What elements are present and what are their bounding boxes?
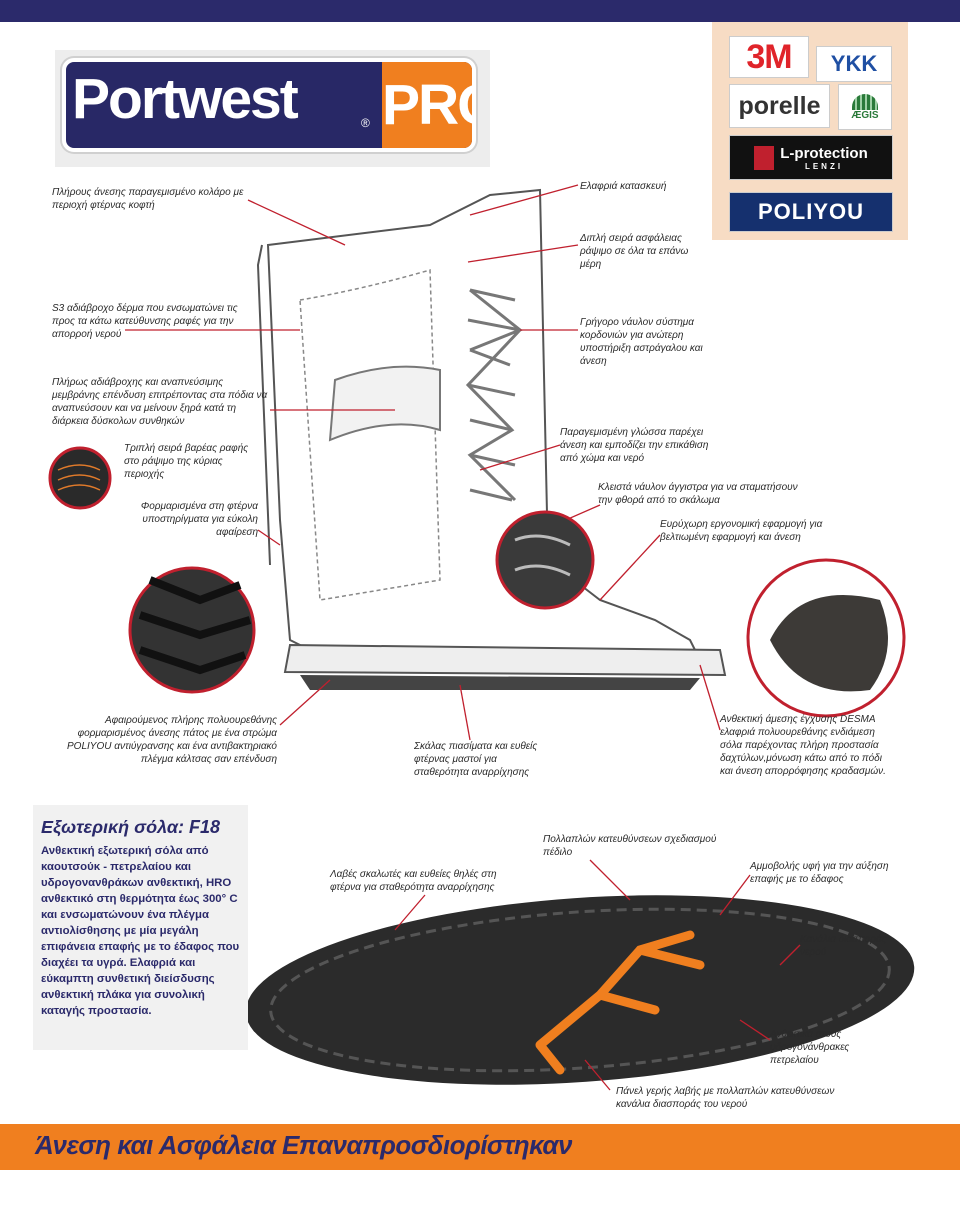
- brand-ykk: YKK: [816, 46, 892, 82]
- boot-sole: [283, 643, 727, 690]
- logo-brand: Portwest: [72, 67, 299, 131]
- label-lightweight: Ελαφριά κατασκευή: [580, 181, 667, 192]
- brand-aegis: ÆGIS: [838, 84, 892, 130]
- label-oil-resistant: Ανθεκτικά στους υδρογονάνθρακες πετρελαί…: [770, 1029, 850, 1066]
- label-ladder-grips: Σκάλας πιασίματα και ευθείς φτέρνας μαστ…: [414, 741, 538, 778]
- footer-title: Άνεση και Ασφάλεια Επαναπροσδιορίστηκαν: [35, 1130, 573, 1160]
- stitching-detail-circle: [48, 446, 112, 510]
- footer-bar: Άνεση και Ασφάλεια Επαναπροσδιορίστηκαν: [0, 1124, 960, 1170]
- label-nylon-hooks: Κλειστά νάυλον άγγιστρα για να σταματήσο…: [598, 482, 798, 506]
- label-heel-loops: Φορμαρισμένα στη φτέρνα υποστηρίγματα γι…: [140, 501, 258, 538]
- label-desma-midsole: Ανθεκτική άμεσης έγχυσης DESMA ελαφριά π…: [720, 714, 886, 777]
- label-lace-system: Γρήγορο νάυλον σύστημα κορδονιών για ανώ…: [580, 317, 703, 367]
- logo-pro: PRO: [382, 62, 472, 148]
- lace-system: [465, 288, 523, 502]
- label-membrane: Πλήρως αδιάβροχης και αναπνεύσιμης μεμβρ…: [52, 377, 268, 427]
- brand-l-protection: L-protection LENZI: [729, 135, 893, 180]
- lenzi-mark-icon: [754, 145, 775, 170]
- label-double-stitching: Διπλή σειρά ασφάλειας ράψιμο σε όλα τα ε…: [580, 233, 689, 270]
- outsole-title: Εξωτερική σόλα: F18: [41, 817, 221, 837]
- outsole-info-box: Εξωτερική σόλα: F18 Ανθεκτική εξωτερική …: [33, 805, 248, 1050]
- label-water-channels: Κανάλια διασποράς νερού: [800, 934, 887, 958]
- partner-brands-panel: 3M YKK porelle ÆGIS L-protection LENZI P…: [712, 22, 908, 240]
- label-triple-stitching: Τριπλή σειρά βαρέας ραφής στο ράψιμο της…: [124, 443, 249, 480]
- label-ergonomic-fit: Ευρύχωρη εργονομική εφαρμογή για βελτιωμ…: [660, 519, 823, 543]
- label-padded-tongue: Παραγεμισμένη γλώσσα παρέχει άνεση και ε…: [560, 427, 709, 464]
- brand-porelle: porelle: [729, 84, 830, 128]
- tread-detail-circle: [128, 566, 256, 694]
- hooks-detail-circle: [495, 510, 595, 610]
- outsole-image: [245, 895, 915, 1085]
- aegis-shell-icon: [852, 93, 878, 110]
- label-s3-leather: S3 αδιάβροχο δέρμα που ενσωματώνει τις π…: [52, 303, 238, 340]
- label-insole: Αφαιρούμενος πλήρης πολυουρεθάνης φορμαρ…: [67, 715, 277, 765]
- label-heel-grips: Λαβές σκαλωτές και ευθείες θηλές στη φτέ…: [330, 869, 497, 893]
- label-multi-directional: Πολλαπλών κατευθύνσεων σχεδιασμού πέδιλο: [543, 834, 717, 858]
- top-bar: [0, 0, 960, 22]
- label-sandblast: Αμμοβολής υφή για την αύξηση επαφής με τ…: [750, 861, 889, 885]
- logo-registered-mark: ®: [361, 116, 370, 130]
- outsole-leaders: [394, 859, 801, 1091]
- label-collar: Πλήρους άνεσης παραγεμισμένο κολάρο με π…: [52, 187, 244, 211]
- portwest-pro-logo: Portwest ® PRO: [62, 58, 476, 152]
- brand-3m: 3M: [729, 36, 809, 78]
- toe-cap-detail-circle: [746, 558, 906, 718]
- brand-poliyou: POLIYOU: [729, 192, 893, 232]
- outsole-description: Ανθεκτική εξωτερική σόλα από καουτσούκ -…: [41, 845, 240, 1017]
- label-grip-panel: Πάνελ γερής λαβής με πολλαπλών κατευθύνσ…: [616, 1086, 835, 1110]
- boot-upper: [256, 188, 702, 661]
